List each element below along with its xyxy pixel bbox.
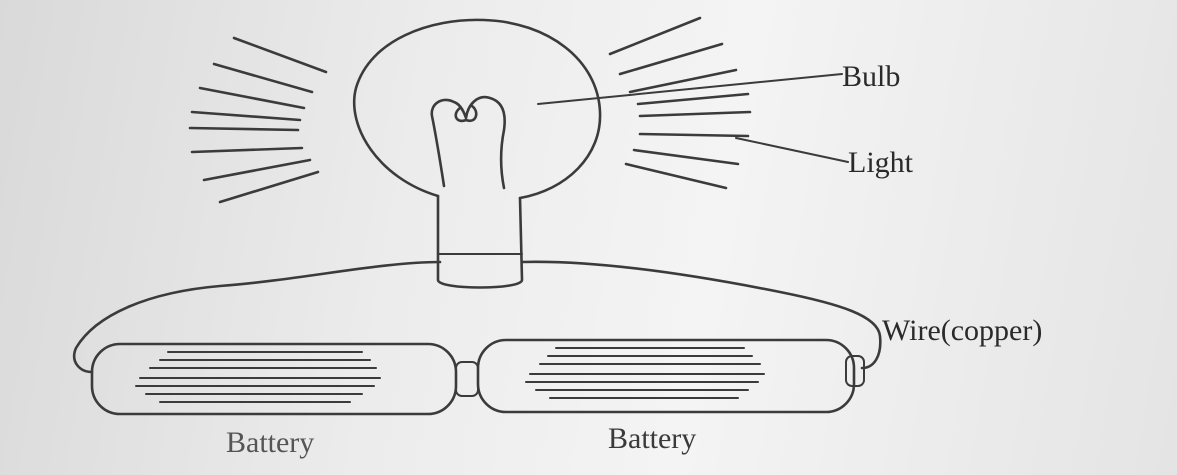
light-ray <box>618 42 724 76</box>
battery-right <box>476 338 865 414</box>
battery-terminal <box>455 361 479 397</box>
light-ray <box>628 68 738 94</box>
bulb-pointer <box>537 73 843 105</box>
battery-left-label: Battery <box>226 426 315 459</box>
bulb-label: Bulb <box>842 60 901 93</box>
light-pointer <box>735 137 849 163</box>
battery-right-label: Battery <box>608 422 697 455</box>
light-ray <box>638 132 750 138</box>
light-ray <box>218 170 320 204</box>
light-ray <box>202 158 312 182</box>
bulb-socket <box>436 194 524 289</box>
light-ray <box>188 126 300 132</box>
battery-cells <box>135 351 381 403</box>
wire-right <box>520 260 882 370</box>
bulb-glass <box>353 18 602 200</box>
battery-left <box>90 342 479 416</box>
light-ray <box>198 86 306 110</box>
light-ray <box>638 110 752 118</box>
battery-cells <box>525 347 765 399</box>
light-ray <box>190 110 302 122</box>
light-bulb <box>353 18 602 289</box>
light-ray <box>212 62 314 94</box>
light-ray <box>636 92 750 106</box>
light-rays-right <box>608 16 752 190</box>
light-ray <box>632 148 740 166</box>
light-rays-left <box>188 36 328 204</box>
wire-left <box>72 260 442 374</box>
light-ray <box>624 162 728 190</box>
light-label: Light <box>848 146 913 179</box>
battery-terminal <box>845 355 865 387</box>
bulb-filament <box>430 95 506 190</box>
light-ray <box>232 36 328 74</box>
wire-label: Wire(copper) <box>882 314 1043 347</box>
light-ray <box>190 146 304 154</box>
pointer-lines <box>537 73 849 163</box>
bulb-filament-loop <box>454 104 478 123</box>
light-ray <box>608 16 702 56</box>
copper-wire <box>72 260 882 374</box>
battery-body <box>476 338 856 414</box>
